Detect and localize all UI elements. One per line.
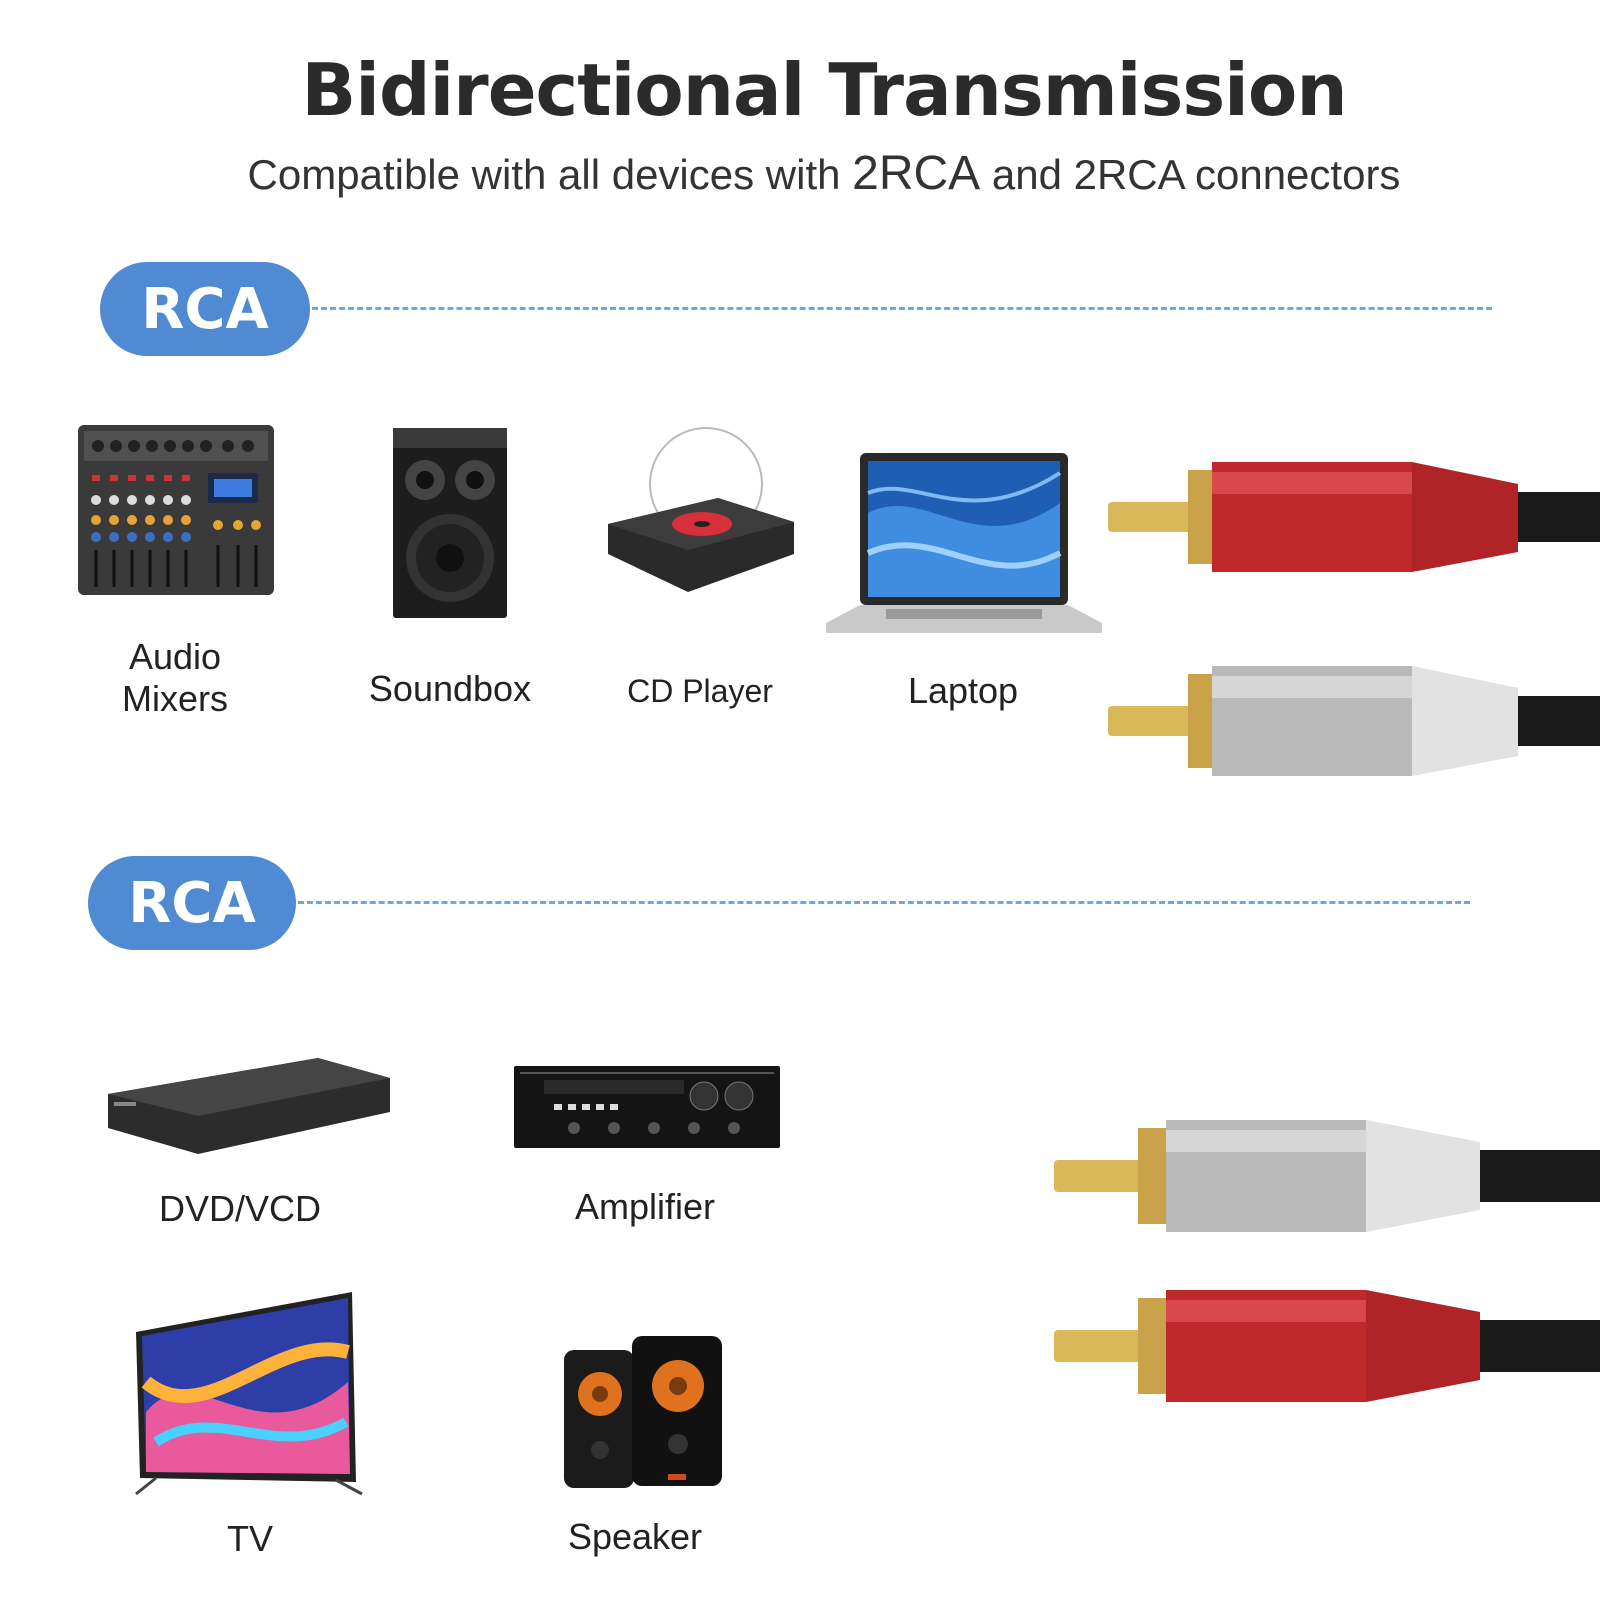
subtitle-pre: Compatible with all devices with bbox=[247, 151, 853, 198]
page-title: Bidirectional Transmission bbox=[301, 48, 1347, 132]
rca-plug-red-top bbox=[1108, 462, 1600, 572]
rca-plug-red-bottom bbox=[1054, 1290, 1600, 1402]
dashed-divider-bottom bbox=[298, 901, 1470, 904]
dvd-player-icon bbox=[108, 1058, 390, 1158]
device-label-speaker: Speaker bbox=[567, 1516, 703, 1557]
rca-plug-white-top bbox=[1108, 666, 1600, 776]
device-label-laptop: Laptop bbox=[907, 670, 1019, 711]
device-label-audio-mixers: Audio Mixers bbox=[70, 636, 280, 720]
dashed-divider-top bbox=[312, 307, 1492, 310]
tv-icon bbox=[126, 1292, 370, 1500]
device-label-tv: TV bbox=[226, 1518, 273, 1559]
rca-badge-bottom: RCA bbox=[88, 856, 296, 950]
rca-plug-white-bottom bbox=[1054, 1120, 1600, 1232]
device-label-amplifier: Amplifier bbox=[574, 1186, 716, 1227]
soundbox-icon bbox=[393, 428, 507, 618]
rca-badge-top: RCA bbox=[100, 262, 310, 356]
device-label-line-1: Audio bbox=[128, 636, 222, 677]
device-label-line-2: Mixers bbox=[122, 678, 228, 719]
device-label-dvd-vcd: DVD/VCD bbox=[158, 1188, 322, 1229]
device-label-cd-player: CD Player bbox=[627, 673, 773, 709]
laptop-icon bbox=[826, 453, 1102, 641]
page-subtitle: Compatible with all devices with 2RCA an… bbox=[0, 146, 1600, 201]
speaker-icon bbox=[560, 1332, 730, 1492]
audio-mixer-icon bbox=[78, 425, 274, 595]
subtitle-mid: 2RCA bbox=[852, 147, 981, 200]
cd-player-icon bbox=[598, 414, 796, 606]
amplifier-icon bbox=[514, 1066, 780, 1148]
subtitle-post: and 2RCA connectors bbox=[980, 151, 1401, 198]
device-label-soundbox: Soundbox bbox=[368, 668, 532, 709]
